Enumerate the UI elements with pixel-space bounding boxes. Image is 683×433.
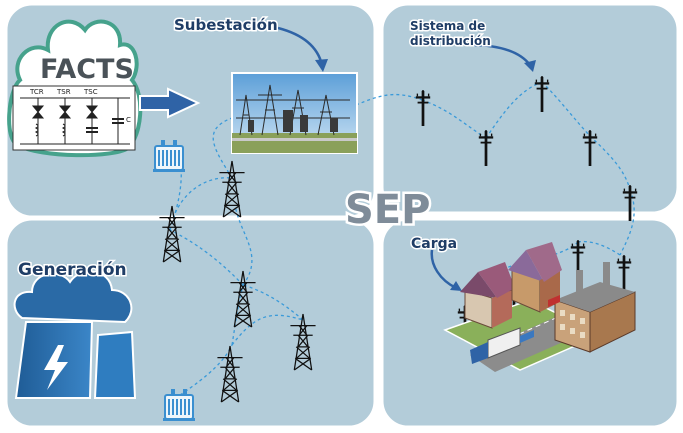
subestacion-photo	[231, 72, 358, 154]
lightning-icon	[44, 345, 68, 390]
city-load-icon	[443, 242, 636, 372]
facts-arrow-icon	[139, 87, 201, 119]
branch-label-tcr: TCR	[29, 88, 44, 96]
facts-circuit: TCR TSR TSC C	[12, 85, 136, 151]
facts-label: FACTS	[40, 54, 134, 85]
branch-label-tsc: TSC	[83, 88, 98, 96]
facts-cloud: FACTS TCR TSR TSC C	[7, 19, 143, 158]
label-subestacion: Subestación	[174, 16, 278, 34]
label-sistema-line2: distribución	[410, 34, 491, 48]
panel-distribucion	[380, 2, 680, 215]
curved-arrows	[277, 26, 536, 291]
label-generacion: Generación	[18, 260, 127, 280]
capacitor-label: C	[126, 116, 131, 124]
label-sep: SEP	[345, 187, 430, 233]
power-plant-icon	[13, 270, 137, 399]
label-carga: Carga	[411, 236, 457, 252]
label-sistema-line1: Sistema de	[410, 19, 485, 33]
branch-label-tsr: TSR	[56, 88, 71, 96]
